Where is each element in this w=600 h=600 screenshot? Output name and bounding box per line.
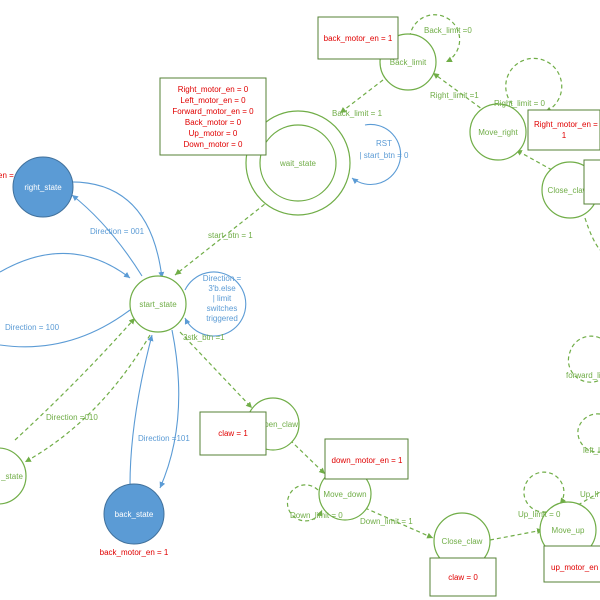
state-move-right[interactable] — [469, 103, 527, 161]
state-start[interactable] — [129, 275, 187, 333]
edge-right-to-start — [67, 181, 165, 279]
state-right-label: right_state — [24, 183, 62, 192]
label-backlimit-self: Back_limit =0 — [424, 26, 472, 35]
edge-start-self — [184, 271, 247, 337]
left-limit-partial-loop — [577, 413, 600, 453]
wait-output-line-5: Up_motor = 0 — [189, 129, 238, 138]
state-back-limit-label: Back_limit — [390, 58, 427, 67]
state-close-claw-bottom-label: Close_claw — [442, 537, 483, 546]
edge-rst — [351, 123, 402, 185]
state-right[interactable] — [12, 156, 74, 218]
right-state-output-partial: en = — [0, 171, 14, 180]
edge-moveup-out — [577, 491, 600, 506]
label-rst-1: RST — [376, 139, 392, 148]
label-left-loop: Direction = 100 — [5, 323, 60, 332]
edge-movedown-self — [286, 484, 323, 522]
move-up-output: up_motor_en — [551, 563, 598, 572]
state-back-label: back_state — [115, 510, 154, 519]
open-claw-output: claw = 1 — [218, 429, 248, 438]
edge-left-loop-bottom — [0, 309, 131, 348]
wait-output-line-4: Back_motor = 0 — [185, 118, 242, 127]
label-rst-2: | start_btn = 0 — [360, 151, 410, 160]
edge-moveup-self — [523, 471, 566, 513]
state-move-up-label: Move_up — [552, 526, 585, 535]
move-down-output: down_motor_en = 1 — [332, 456, 403, 465]
edge-back-to-start — [129, 334, 154, 486]
edge-start-to-right — [71, 194, 143, 277]
state-open-claw-label: Open_claw — [258, 420, 298, 429]
state-left-partial[interactable] — [0, 447, 27, 505]
label-start-to-left: Direction =010 — [46, 413, 98, 422]
label-movedown-self: Down_limit = 0 — [290, 511, 343, 520]
label-right-to-start: Direction = 001 — [90, 227, 145, 236]
state-wait-inner — [259, 124, 337, 202]
edge-moveright-to-backlimit — [432, 72, 487, 113]
state-move-down-label: Move_down — [323, 490, 366, 499]
label-start-self-2: 3'b.else — [208, 284, 236, 293]
move-right-output-box — [527, 109, 600, 151]
edge-start-to-openclaw — [179, 331, 253, 409]
label-moveright-self: Right_limit = 0 — [494, 99, 545, 108]
close-claw-top-partial-edge — [584, 217, 600, 251]
move-right-output-line-1: Right_motor_en = — [534, 120, 598, 129]
label-start-to-open: 3stk_btn =1 — [183, 333, 225, 342]
state-left-label: _state — [0, 472, 23, 481]
edge-start-to-back — [159, 329, 180, 489]
edge-left-to-start — [14, 317, 136, 441]
label-backlimit-to-wait: Back_limit = 1 — [332, 109, 383, 118]
wait-output-line-1: Right_motor_en = 0 — [178, 85, 249, 94]
label-start-self-4: switches — [207, 304, 238, 313]
label-start-self-1: Direction = — [203, 274, 242, 283]
forward-limit-partial-label: forward_li — [566, 371, 600, 380]
wait-output-line-6: Down_motor = 0 — [184, 140, 243, 149]
edge-openclaw-to-movedown — [289, 439, 326, 475]
move-down-output-box — [324, 438, 409, 480]
edge-closeclaw-to-moveright — [515, 149, 553, 171]
label-back-to-start: Direction =101 — [138, 434, 190, 443]
wait-output-line-2: Left_motor_en = 0 — [180, 96, 246, 105]
close-claw-top-output-box — [583, 159, 600, 205]
wait-output-box — [159, 77, 267, 156]
label-movedown-to-close: Down_limit = 1 — [360, 517, 413, 526]
label-start-self-5: triggered — [206, 314, 238, 323]
left-limit-partial-label: left_l — [583, 446, 600, 455]
state-move-right-label: Move_right — [478, 128, 518, 137]
label-moveright-to-backlimit: Right_limit =1 — [430, 91, 479, 100]
edge-left-loop-top — [0, 252, 131, 279]
label-moveup-self: Up_limit = 0 — [518, 510, 561, 519]
label-wait-to-start: start_btn = 1 — [208, 231, 253, 240]
back-limit-output-box — [317, 16, 399, 60]
move-up-output-box — [543, 545, 600, 583]
edge-movedown-to-closeclaw — [364, 507, 434, 539]
wait-output-line-3: Forward_motor_en = 0 — [172, 107, 254, 116]
edge-closeclaw-to-moveup — [489, 528, 544, 541]
edge-wait-to-start — [174, 199, 271, 276]
label-start-self-3: | limit — [213, 294, 232, 303]
up-limit-partial-label: Up_li — [580, 490, 598, 499]
close-claw-bottom-output: claw = 0 — [448, 573, 478, 582]
edge-backlimit-to-wait — [339, 79, 384, 114]
back-state-output: back_motor_en = 1 — [100, 548, 169, 557]
open-claw-output-box — [199, 411, 267, 456]
state-close-claw-top-label: Close_claw — [548, 186, 589, 195]
edge-start-to-left — [24, 334, 151, 463]
edge-backlimit-self — [409, 14, 461, 63]
close-claw-bottom-output-box — [429, 557, 497, 597]
state-wait-label: wait_state — [279, 159, 317, 168]
back-limit-output: back_motor_en = 1 — [324, 34, 393, 43]
state-back[interactable] — [103, 483, 165, 545]
state-start-label: start_state — [139, 300, 177, 309]
move-right-output-line-2: 1 — [562, 131, 567, 140]
